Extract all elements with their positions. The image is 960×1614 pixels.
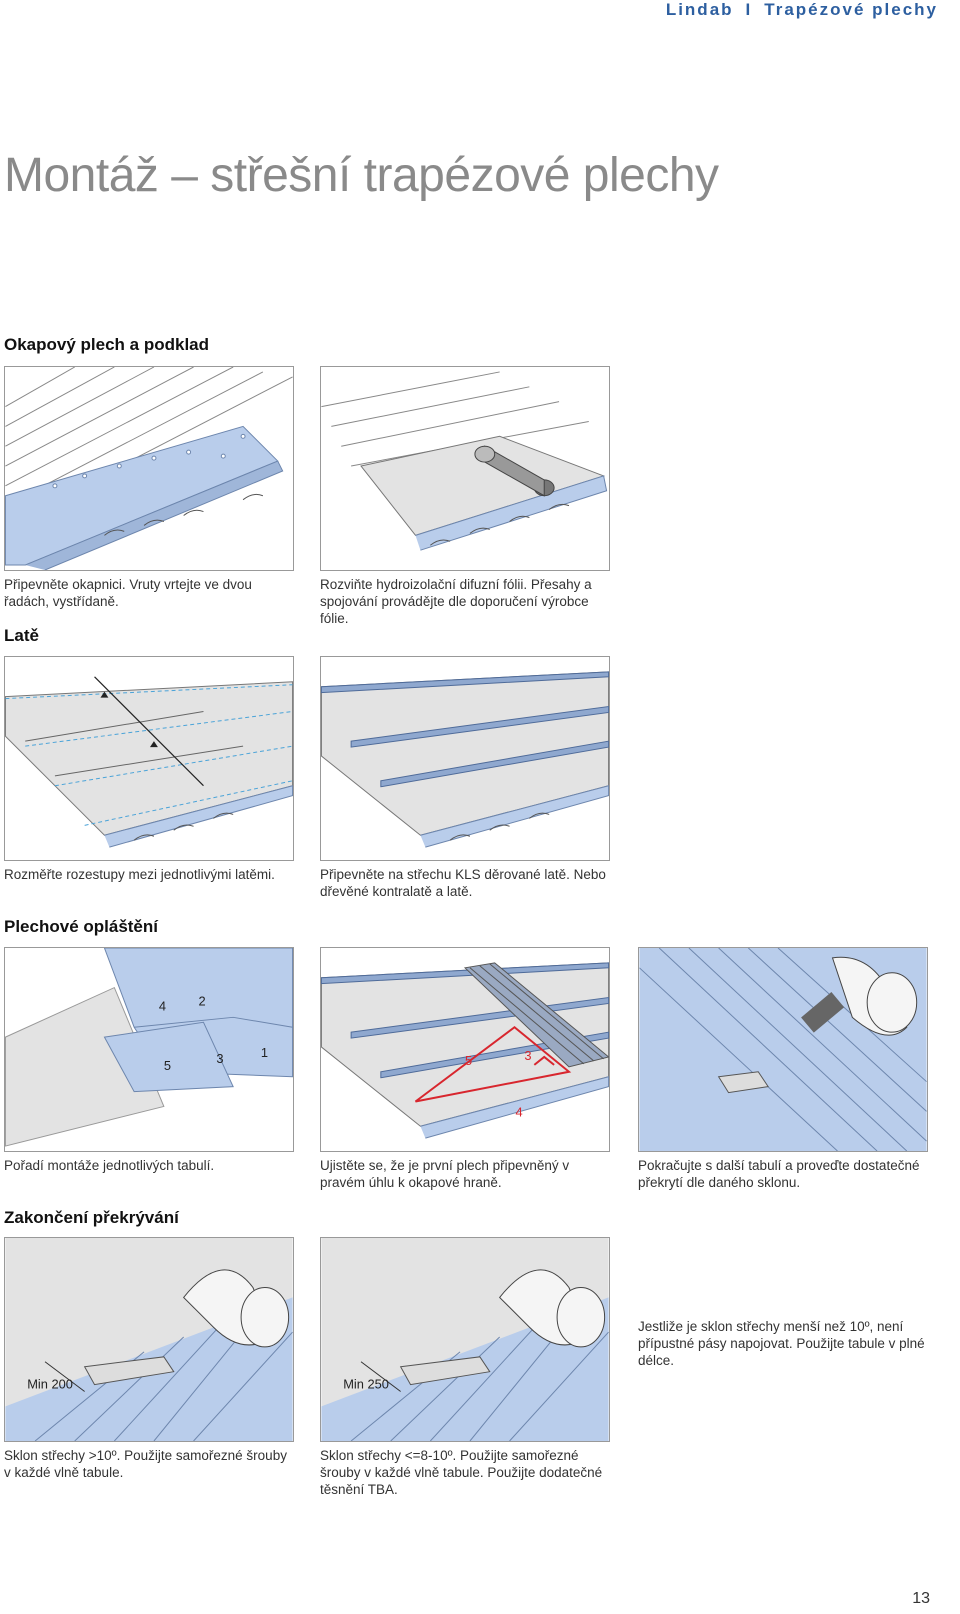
caption-overlap: Pokračujte s další tabulí a proveďte dos… — [638, 1158, 920, 1190]
order-label-1: 1 — [261, 1045, 268, 1060]
illustration-eaves-flashing — [4, 366, 294, 571]
square-label-5: 5 — [465, 1053, 472, 1068]
caption-full-length: Jestliže je sklon střechy menší než 10º,… — [638, 1319, 925, 1368]
caption-right-angle: Ujistěte se, že je první plech připevněn… — [320, 1158, 570, 1190]
illustration-kls-battens — [320, 656, 610, 861]
square-label-3: 3 — [524, 1048, 531, 1063]
square-label-4: 4 — [516, 1104, 523, 1119]
page-number: 13 — [912, 1590, 930, 1607]
illustration-membrane — [320, 366, 610, 571]
caption-kls-battens: Připevněte na střechu KLS děrované latě.… — [320, 867, 606, 899]
section-prekryvani: Zakončení překrývání — [4, 1208, 179, 1227]
page-header: Lindab I Trapézové plechy — [666, 0, 938, 22]
illustration-overlap — [638, 947, 928, 1152]
section-okap: Okapový plech a podklad — [4, 335, 210, 354]
caption-min-200: Sklon střechy >10º. Použijte samořezné š… — [4, 1448, 287, 1480]
order-label-5: 5 — [164, 1058, 171, 1073]
illustration-sheet-order: 4 2 5 3 1 — [4, 947, 294, 1152]
caption-sheet-order: Pořadí montáže jednotlivých tabulí. — [4, 1158, 215, 1173]
illustration-batten-spacing — [4, 656, 294, 861]
page-title: Montáž – střešní trapézové plechy — [4, 149, 719, 202]
header-product: Trapézové plechy — [764, 0, 938, 19]
order-label-4: 4 — [159, 998, 166, 1013]
illustration-right-angle: 5 3 4 — [320, 947, 610, 1152]
min-200-label: Min 200 — [27, 1377, 73, 1392]
caption-batten-spacing: Rozměřte rozestupy mezi jednotlivými lat… — [4, 867, 275, 882]
section-late: Latě — [4, 626, 39, 645]
header-separator: I — [745, 0, 753, 19]
caption-membrane: Rozviňte hydroizolační difuzní fólii. Př… — [320, 577, 592, 626]
caption-eaves-flashing: Připevněte okapnici. Vruty vrtejte ve dv… — [4, 577, 252, 609]
header-brand: Lindab — [665, 0, 734, 19]
section-oplasteni: Plechové opláštění — [4, 917, 158, 936]
order-label-3: 3 — [216, 1051, 223, 1066]
caption-min-250: Sklon střechy <=8-10º. Použijte samořezn… — [320, 1448, 603, 1497]
illustration-min-200: Min 200 — [4, 1237, 294, 1442]
order-label-2: 2 — [199, 993, 206, 1008]
illustration-min-250: Min 250 — [320, 1237, 610, 1442]
min-250-label: Min 250 — [343, 1377, 389, 1392]
